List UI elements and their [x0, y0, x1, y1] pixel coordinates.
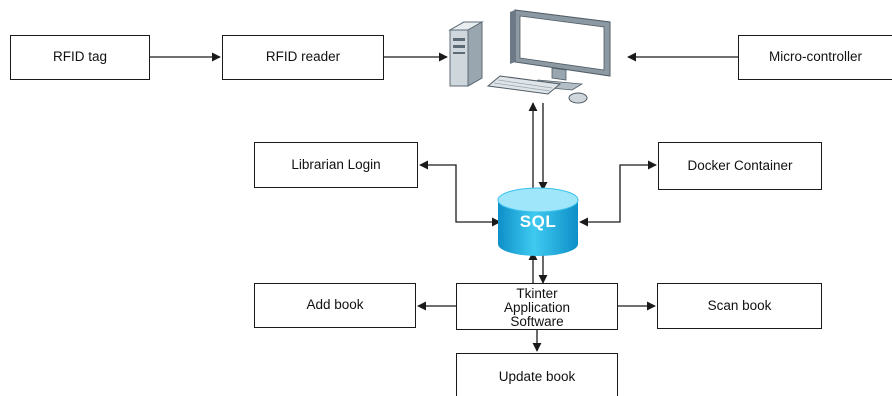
sql-label: SQL [519, 212, 557, 231]
add-book-box: Add book [254, 283, 416, 328]
update-book-box: Update book [456, 353, 618, 396]
tkinter-label-line3: Software [510, 314, 564, 330]
scan-book-box: Scan book [657, 283, 822, 329]
librarian-login-box: Librarian Login [254, 142, 418, 188]
tkinter-label-line1: Tkinter [516, 285, 558, 301]
database-cylinder-icon [497, 187, 579, 256]
micro-controller-box: Micro-controller [738, 35, 892, 80]
tkinter-application-box: Tkinter Application Software [456, 283, 618, 330]
arrow-docker-sql [579, 160, 657, 227]
tkinter-label-line2: Application [503, 299, 571, 315]
arrow-login-sql [419, 160, 501, 227]
desktop-computer-icon [448, 9, 611, 104]
docker-container-box: Docker Container [658, 142, 822, 190]
rfid-reader-box: RFID reader [222, 35, 384, 80]
rfid-tag-box: RFID tag [10, 35, 150, 80]
